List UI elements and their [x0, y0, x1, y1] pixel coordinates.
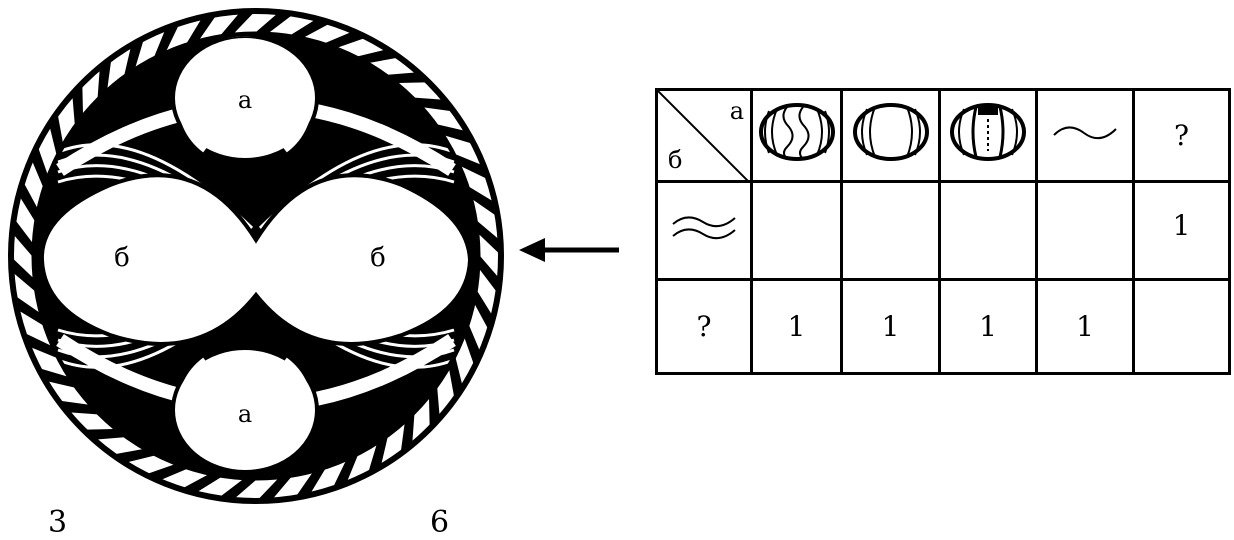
rope-segment — [13, 220, 33, 256]
rope-segment — [437, 124, 472, 144]
rope-segment — [154, 25, 179, 57]
rope-segment — [333, 455, 358, 487]
rope-segment — [49, 115, 63, 155]
rope-segment — [368, 437, 388, 472]
rope-segment — [387, 72, 426, 84]
rope-segment — [148, 464, 187, 480]
left-arrow-icon — [519, 238, 619, 262]
rope-segment — [414, 97, 452, 112]
table-cell: 1 — [840, 278, 941, 375]
rope-segment — [124, 40, 144, 75]
table-cell — [840, 180, 941, 281]
rope-segment — [220, 479, 256, 499]
header-cell-unknown: ? — [1132, 88, 1231, 183]
rope-segment — [258, 477, 292, 499]
rope-segment — [16, 296, 43, 326]
rope-segment — [474, 291, 492, 329]
rope-segment — [291, 20, 329, 38]
rope-segment — [25, 333, 57, 358]
table-cell: 1 — [750, 278, 843, 375]
ball-arcs-icon — [852, 103, 929, 161]
table-cell: 1 — [938, 278, 1038, 375]
corner-col-label: а — [729, 97, 744, 125]
rope-segment — [477, 220, 499, 254]
rope-segment — [72, 86, 84, 125]
decorated-plate: а а б б — [8, 8, 504, 504]
ball-wavy-lines-icon — [758, 103, 835, 161]
rope-segment — [455, 154, 487, 179]
rope-segment — [32, 148, 48, 187]
table-cell — [1035, 180, 1135, 281]
rope-segment — [357, 49, 397, 63]
plate-label-a-top: а — [238, 86, 252, 114]
table-cell: 1 — [1035, 278, 1135, 375]
rope-segment — [60, 400, 98, 415]
ball-dotted-band-icon — [950, 103, 1026, 161]
table-cell — [750, 180, 843, 281]
plate-label-b-right: б — [370, 243, 386, 273]
corner-cell: а б — [655, 88, 753, 183]
rope-segment — [86, 428, 125, 440]
row-head-cell — [655, 180, 753, 281]
header-cell — [750, 88, 843, 183]
single-wave-icon — [1053, 126, 1117, 140]
header-cell — [840, 88, 941, 183]
rope-segment — [20, 183, 38, 221]
plate-label-a-bottom: а — [238, 400, 252, 428]
table-cell — [938, 180, 1038, 281]
classification-table: а б — [655, 88, 1231, 375]
rope-border — [13, 13, 499, 499]
rope-segment — [428, 387, 440, 426]
table-cell — [1132, 278, 1231, 375]
rope-segment — [449, 357, 463, 397]
table-cell: 1 — [1132, 180, 1231, 281]
rope-segment — [186, 16, 216, 43]
rope-segment — [400, 414, 415, 452]
rope-segment — [183, 474, 221, 492]
header-cell — [1035, 88, 1135, 183]
corner-row-label: б — [668, 146, 683, 174]
caption-right: 6 — [430, 505, 450, 540]
rope-segment — [469, 186, 496, 216]
rope-segment — [256, 13, 292, 33]
rope-segment — [296, 469, 326, 496]
header-cell — [938, 88, 1038, 183]
rope-segment — [13, 258, 35, 292]
rope-segment — [115, 449, 155, 463]
rope-segment — [464, 325, 480, 364]
plate-label-b-left: б — [114, 243, 130, 273]
row-head-cell: ? — [655, 278, 753, 375]
rope-segment — [479, 256, 499, 292]
rope-segment — [220, 13, 254, 35]
rope-segment — [325, 32, 364, 48]
rope-segment — [40, 368, 75, 388]
double-wave-icon — [672, 216, 736, 240]
caption-left: 3 — [48, 505, 68, 540]
rope-segment — [97, 60, 112, 98]
